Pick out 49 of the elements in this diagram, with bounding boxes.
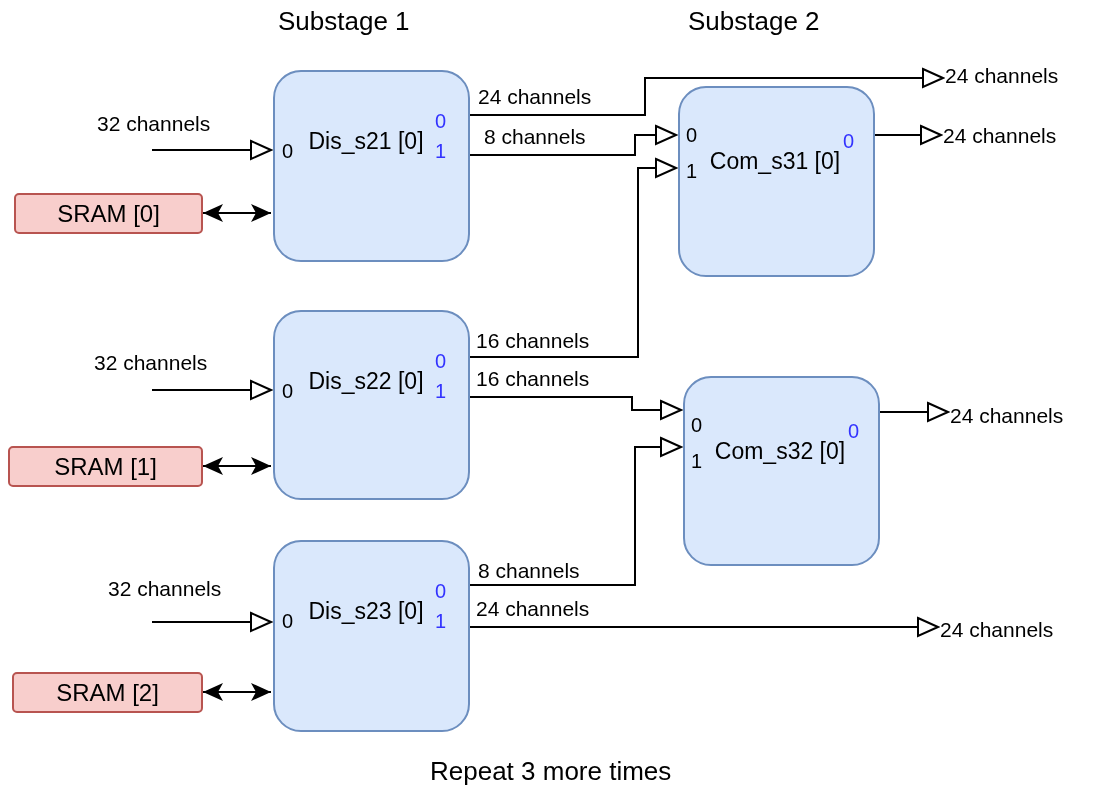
port-number: 0	[282, 610, 295, 633]
memory-box: SRAM [1]	[8, 446, 203, 487]
port-number: 1	[686, 160, 699, 183]
arrow	[151, 140, 272, 160]
stage-heading: Substage 1	[278, 6, 410, 37]
port-number: 0	[282, 140, 295, 163]
memory-box: SRAM [2]	[12, 672, 203, 713]
module-name: Dis_s21 [0]	[307, 127, 425, 156]
port-number: 1	[435, 610, 448, 633]
channel-label: 24 channels	[943, 124, 1108, 154]
module-box	[678, 86, 875, 277]
module-name: Dis_s22 [0]	[307, 367, 425, 396]
channel-label: 24 channels	[945, 64, 1110, 94]
module-name: Com_s31 [0]	[708, 147, 842, 176]
arrow	[469, 125, 677, 156]
port-number: 0	[435, 350, 448, 373]
module-box	[273, 310, 470, 500]
port-number: 0	[686, 124, 699, 147]
arrow	[469, 396, 682, 420]
port-number: 0	[848, 420, 861, 443]
arrow	[151, 612, 272, 632]
memory-box: SRAM [0]	[14, 193, 203, 234]
arrow	[469, 158, 677, 358]
arrow	[202, 204, 272, 222]
arrow	[469, 437, 682, 586]
module-box	[273, 70, 470, 262]
port-number: 1	[691, 450, 704, 473]
port-number: 0	[691, 414, 704, 437]
channel-label: 24 channels	[940, 618, 1105, 648]
arrow	[202, 457, 272, 475]
port-number: 1	[435, 140, 448, 163]
module-box	[273, 540, 470, 732]
stage-heading: Substage 2	[688, 6, 820, 37]
port-number: 0	[435, 110, 448, 133]
module-name: Dis_s23 [0]	[307, 597, 425, 626]
arrow	[874, 125, 942, 145]
arrow	[469, 68, 944, 116]
channel-label: 24 channels	[950, 404, 1115, 434]
arrow	[879, 402, 949, 422]
port-number: 0	[435, 580, 448, 603]
port-number: 1	[435, 380, 448, 403]
arrow	[151, 380, 272, 400]
module-box	[683, 376, 880, 566]
port-number: 0	[843, 130, 856, 153]
note-text: Repeat 3 more times	[430, 756, 672, 787]
arrow	[202, 683, 272, 701]
port-number: 0	[282, 380, 295, 403]
module-name: Com_s32 [0]	[713, 437, 847, 466]
arrow	[469, 617, 939, 637]
